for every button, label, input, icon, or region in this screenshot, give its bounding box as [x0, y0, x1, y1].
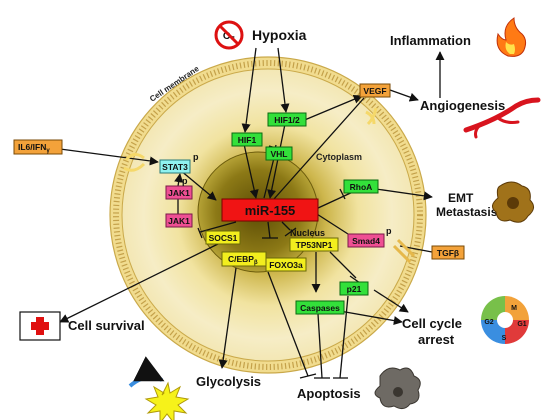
blood-vessel-icon: [463, 97, 541, 139]
apoptosis-label: Apoptosis: [297, 386, 361, 401]
svg-text:Smad4: Smad4: [352, 236, 380, 246]
smad4-box: Smad4: [347, 233, 385, 248]
svg-text:HIF1/2: HIF1/2: [274, 115, 300, 125]
tp53np1-box: TP53NP1: [289, 237, 339, 252]
cell-cycle-wheel-icon: M G1 S G2: [481, 296, 529, 344]
jak1-box: JAK1: [165, 213, 193, 228]
glycolysis-starburst-icon: [128, 356, 190, 420]
tgf-box: TGFβ: [431, 245, 465, 260]
svg-text:VEGF: VEGF: [363, 86, 386, 96]
svg-text:JAK1: JAK1: [168, 188, 190, 198]
socs1-box: SOCS1: [205, 230, 241, 245]
nucleus-label: Nucleus: [290, 228, 325, 238]
svg-text:p21: p21: [347, 284, 362, 294]
arrest-label: arrest: [418, 332, 455, 347]
cell-cycle-label: Cell cycle: [402, 316, 462, 331]
svg-text:G1: G1: [517, 321, 526, 328]
hif1-box: HIF1: [231, 132, 263, 147]
svg-text:TP53NP1: TP53NP1: [296, 240, 333, 250]
hif12-box: HIF1/2: [267, 112, 307, 127]
no-oxygen-icon: O₂: [214, 20, 244, 50]
glycolysis-label: Glycolysis: [196, 374, 261, 389]
cebp-box: C/EBPβ: [221, 251, 267, 267]
angiogenesis-label: Angiogenesis: [420, 98, 505, 113]
svg-text:C/EBPβ: C/EBPβ: [228, 254, 258, 266]
stat3-box: STAT3: [159, 159, 191, 174]
inflammation-label: Inflammation: [390, 33, 471, 48]
metastasis-label: Metastasis: [436, 205, 498, 219]
svg-text:STAT3: STAT3: [162, 162, 188, 172]
svg-text:SOCS1: SOCS1: [209, 233, 238, 243]
apoptotic-cell-icon: [374, 367, 421, 410]
vhl-box: VHL: [265, 146, 293, 161]
cytoplasm-label: Cytoplasm: [316, 152, 362, 162]
svg-text:IL6/IFNγ: IL6/IFNγ: [18, 142, 50, 154]
il6-receptor: [123, 153, 146, 172]
svg-text:HIF1: HIF1: [238, 135, 257, 145]
svg-text:TGFβ: TGFβ: [437, 248, 459, 258]
svg-text:RhoA: RhoA: [350, 182, 373, 192]
vegf-receptor: [365, 107, 378, 126]
caspases-box: Caspases: [295, 300, 345, 315]
foxo3a-box: FOXO3a: [265, 257, 307, 272]
svg-text:FOXO3a: FOXO3a: [269, 260, 303, 270]
pathway-arrows: [59, 47, 445, 379]
cell-survival-label: Cell survival: [68, 318, 145, 333]
svg-text:G2: G2: [484, 319, 493, 326]
p21-box: p21: [339, 281, 369, 296]
il6-ifn-box: IL6/IFNγ: [13, 139, 63, 155]
svg-text:VHL: VHL: [271, 149, 288, 159]
tgf-receptor: [392, 238, 416, 264]
svg-text:M: M: [511, 305, 517, 312]
cell-survival-cross-icon: [19, 311, 61, 341]
jak1-phospho-label: p: [182, 176, 188, 186]
rhoa-box: RhoA: [343, 179, 379, 194]
hypoxia-label: Hypoxia: [252, 27, 307, 43]
emt-label: EMT: [448, 191, 474, 205]
mir155-node: miR-155: [221, 198, 319, 222]
metastatic-cell-icon: [492, 181, 534, 223]
vegf-box: VEGF: [359, 83, 391, 98]
stat3-phospho-label: p: [193, 152, 199, 162]
smad4-phospho-label: p: [386, 226, 392, 236]
svg-text:S: S: [502, 335, 507, 342]
jak1-phospho-box: JAK1: [165, 185, 193, 200]
svg-text:JAK1: JAK1: [168, 216, 190, 226]
flame-icon: [496, 17, 527, 57]
svg-text:Caspases: Caspases: [300, 303, 340, 313]
svg-text:miR-155: miR-155: [245, 203, 296, 218]
